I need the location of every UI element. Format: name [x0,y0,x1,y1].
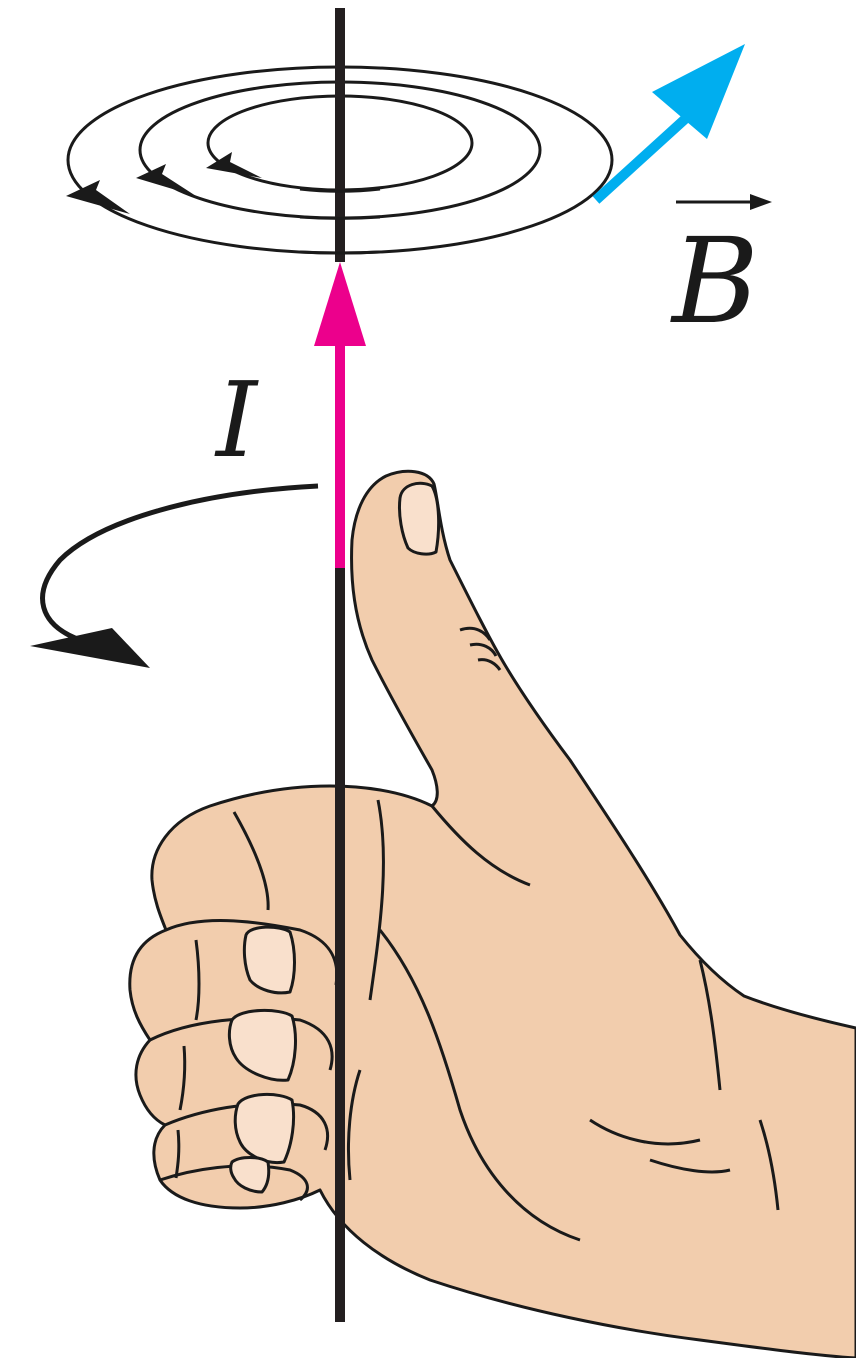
vector-arrow-icon [676,194,772,210]
current-label: I [214,359,259,481]
thumb-nail [399,483,438,554]
nail-index [244,927,294,993]
field-loop-arrowheads [66,152,262,214]
rotation-arrow-icon [30,486,318,668]
field-label: B [670,212,759,350]
field-label-group: B [670,194,772,350]
field-arrow-icon [596,44,745,200]
hand-icon [130,471,856,1358]
outer-loop-arrowhead-icon [66,180,130,214]
hand-body [130,471,856,1358]
middle-loop-arrowhead-icon [136,164,196,196]
